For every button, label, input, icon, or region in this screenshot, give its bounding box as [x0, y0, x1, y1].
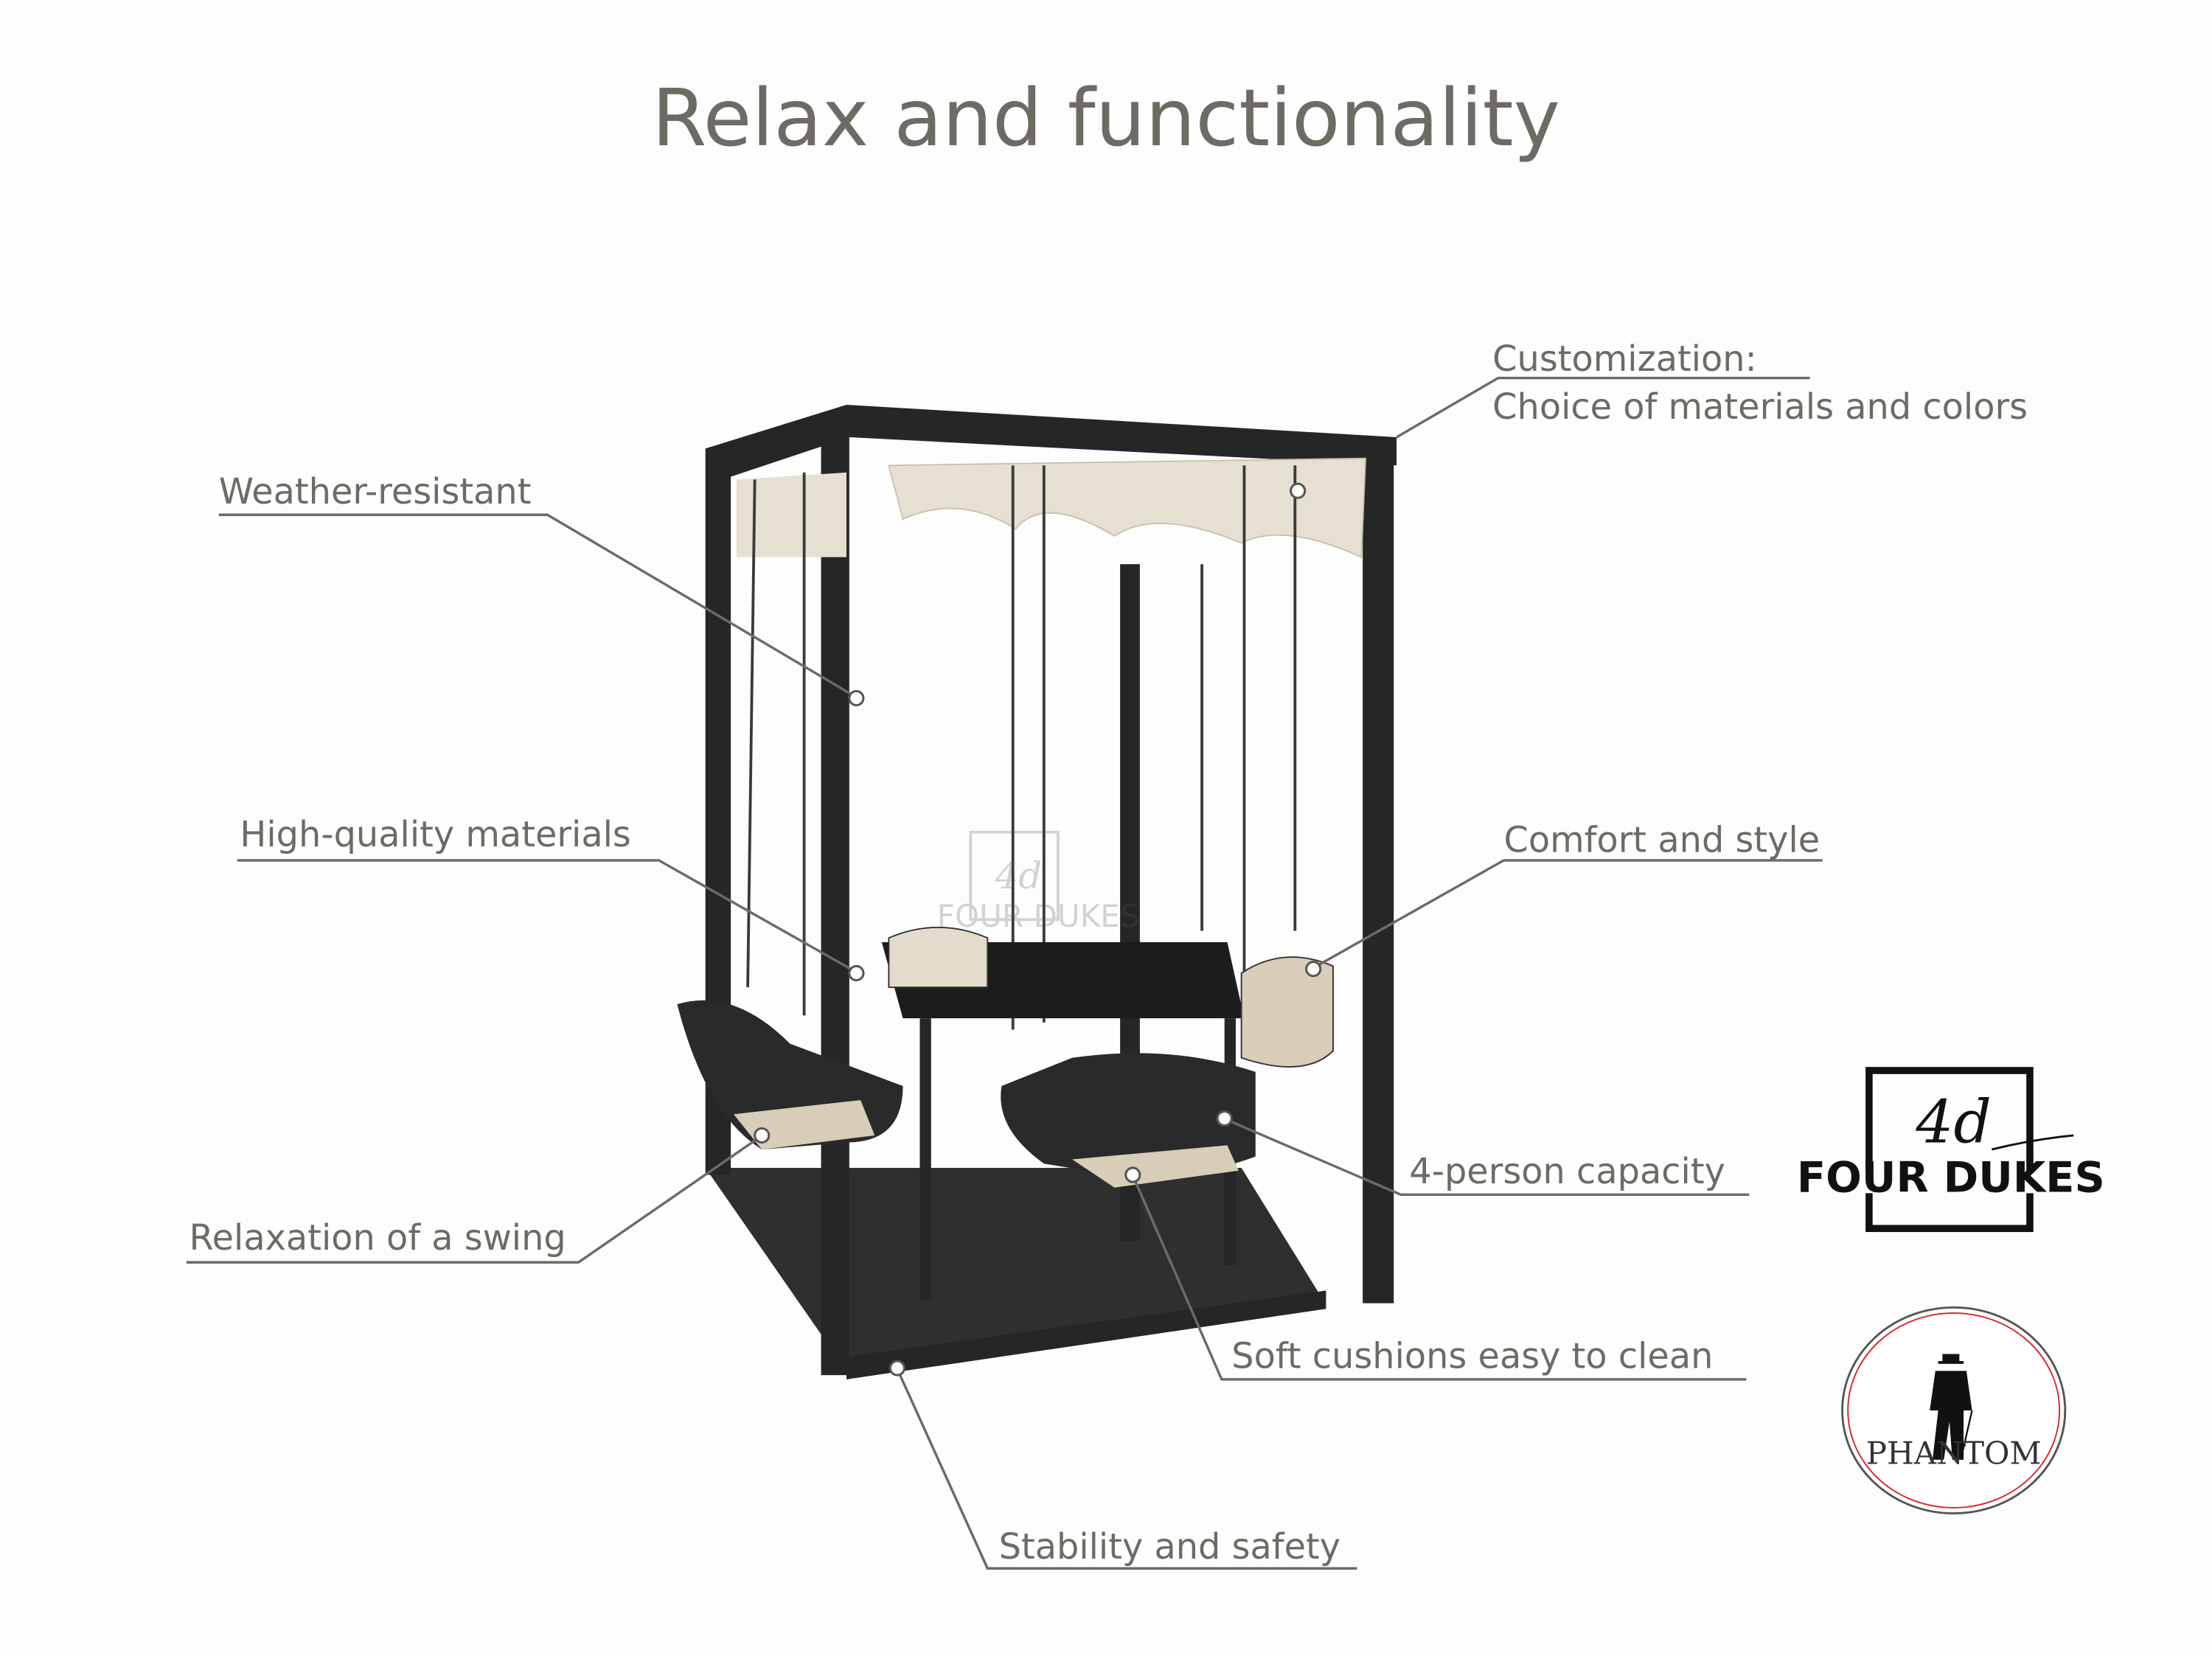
callout-capacity-text: 4-person capacity — [1409, 1152, 1725, 1192]
swing-seat — [1240, 956, 1334, 1068]
callout-dot — [754, 1127, 771, 1144]
callout-stability: Stability and safety — [888, 1360, 1357, 1570]
callout-dot — [1216, 1110, 1233, 1127]
four-dukes-monogram: 4d — [1915, 1088, 1992, 1157]
callout-dot — [848, 964, 865, 982]
callout-cushions-text: Soft cushions easy to clean — [1231, 1337, 1713, 1377]
callout-weather: Weather-resistant — [219, 472, 865, 707]
gentleman-icon — [1930, 1354, 1973, 1461]
callout-cushions: Soft cushions easy to clean — [1124, 1166, 1747, 1381]
table-leg — [919, 1018, 931, 1301]
ropes — [746, 465, 1297, 1030]
front-right-post — [1363, 439, 1394, 1304]
callout-dot — [1124, 1166, 1141, 1183]
callout-dot — [1290, 482, 1307, 499]
callout-dot — [888, 1360, 905, 1377]
callout-customization-title: Customization: — [1492, 339, 1757, 380]
front-left-post — [821, 422, 849, 1376]
floor-frame — [846, 1290, 1326, 1379]
callout-customization-detail: Choice of materials and colors — [1492, 387, 2028, 428]
callout-dot — [1305, 961, 1322, 978]
callout-swing: Relaxation of a swing — [186, 1127, 771, 1264]
callout-comfort-text: Comfort and style — [1503, 820, 1820, 860]
swing-seat — [888, 926, 989, 989]
watermark-monogram: 4d — [995, 855, 1042, 897]
callout-weather-text: Weather-resistant — [219, 472, 532, 512]
watermark: 4d FOUR DUKES — [937, 830, 1140, 934]
callout-dot — [848, 689, 865, 707]
swing-seat — [1001, 1053, 1256, 1188]
four-dukes-text: FOUR DUKES — [1797, 1152, 2105, 1202]
phantom-text: PHANTOM — [1866, 1436, 2042, 1472]
callout-materials: High-quality materials — [237, 815, 865, 982]
callout-swing-text: Relaxation of a swing — [189, 1218, 566, 1259]
callout-stability-text: Stability and safety — [999, 1527, 1341, 1567]
four-dukes-logo: 4d FOUR DUKES — [1797, 1067, 2105, 1232]
callout-customization: Customization: Choice of materials and c… — [1290, 339, 2028, 499]
callout-comfort: Comfort and style — [1305, 820, 1823, 978]
canopy-left — [736, 472, 847, 557]
callout-materials-text: High-quality materials — [240, 815, 630, 855]
pergola-illustration: 4d FOUR DUKES — [677, 405, 1397, 1379]
watermark-text: FOUR DUKES — [937, 898, 1140, 934]
canopy — [888, 457, 1366, 559]
phantom-logo: PHANTOM — [1841, 1306, 2067, 1515]
page-title: Relax and functionality — [652, 73, 1560, 164]
callout-capacity: 4-person capacity — [1216, 1110, 1750, 1197]
top-frame — [705, 405, 1397, 477]
